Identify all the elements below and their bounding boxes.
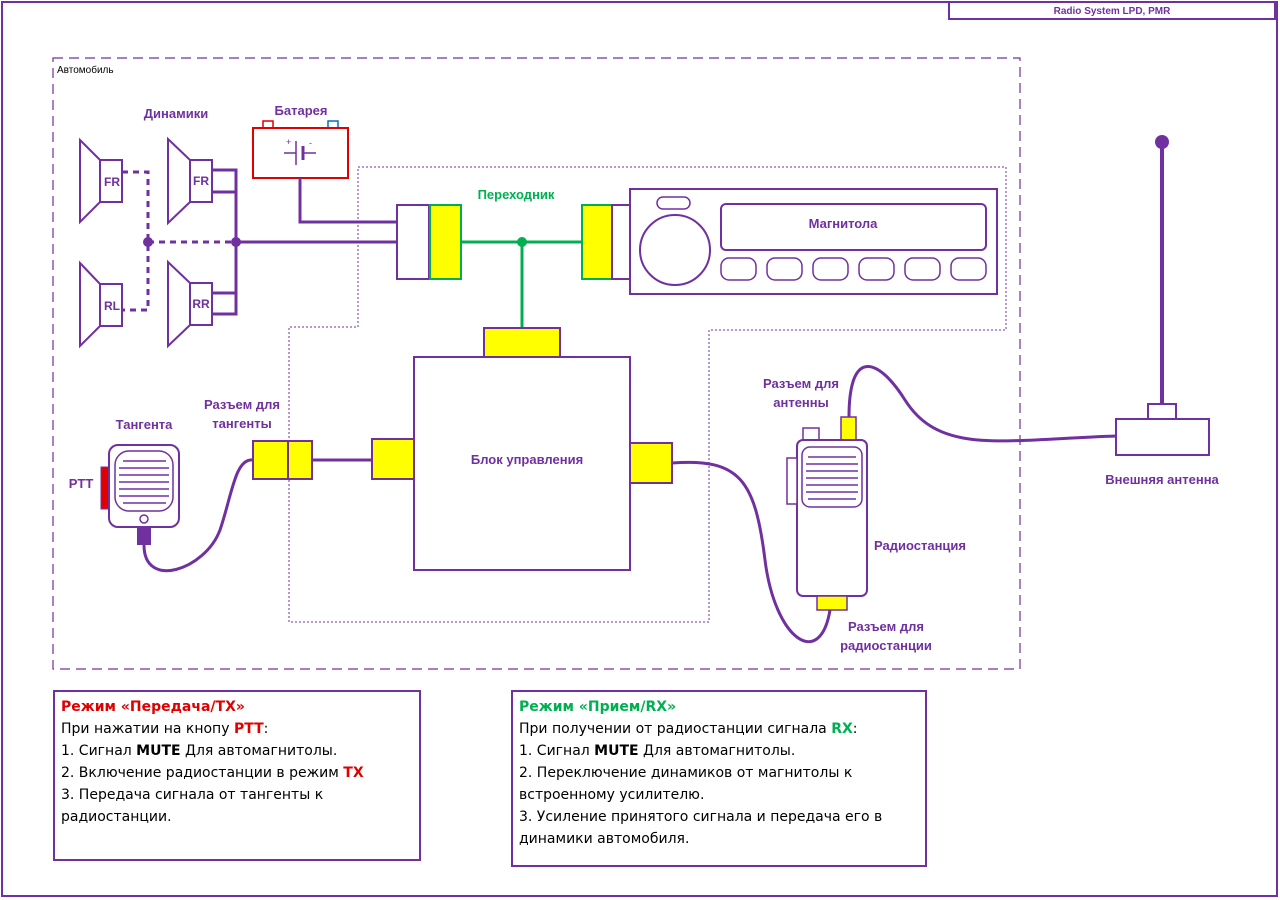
battery-wire: [298, 178, 397, 224]
battery-icon: + -: [252, 120, 349, 179]
transceiver-icon: [786, 416, 868, 611]
control-left-connector: [371, 438, 415, 480]
rx-line-3: 2. Переключение динамиков от магнитолы к: [519, 765, 853, 781]
handset-connector-label-1: Разъем для: [204, 397, 280, 412]
car-boundary: [52, 57, 1021, 670]
speaker-label-rl: RL: [104, 299, 120, 313]
adapter-junction: [517, 237, 527, 247]
module-boundary: [288, 166, 1007, 623]
transceiver-label: Радиостанция: [874, 538, 966, 553]
handset-label: Тангента: [116, 417, 174, 432]
speaker-label-fr-1: FR: [104, 175, 120, 189]
adapter-label: Переходник: [478, 187, 555, 202]
radio-label: Магнитола: [809, 216, 879, 231]
rx-line-2-a: 1. Сигнал: [519, 743, 595, 759]
tx-line-2-c: Для автомагнитолы.: [180, 743, 338, 759]
speaker-rr: [167, 259, 213, 349]
rx-line-1-c: :: [852, 721, 858, 737]
tx-line-2-b: MUTE: [136, 743, 181, 759]
rx-mode-title: Режим «Прием/RX»: [519, 699, 677, 715]
svg-text:+: +: [286, 137, 291, 147]
antenna-connector-label-1: Разъем для: [763, 376, 839, 391]
external-antenna-label: Внешняя антенна: [1105, 472, 1219, 487]
svg-text:-: -: [309, 138, 312, 148]
control-right-connector: [629, 442, 673, 484]
tx-line-2-a: 1. Сигнал: [61, 743, 137, 759]
junction-left: [143, 237, 153, 247]
radio-connector-label-1: Разъем для: [848, 619, 924, 634]
speaker-wiring-left: [122, 170, 236, 312]
rx-line-1: При получении от радиостанции сигнала RX…: [519, 718, 919, 740]
control-unit: [413, 356, 631, 571]
tx-line-3-a: 2. Включение радиостанции в режим: [61, 765, 344, 781]
antenna-connector-label-2: антенны: [773, 395, 829, 410]
battery-label: Батарея: [275, 103, 328, 118]
control-label: Блок управления: [471, 452, 583, 467]
tx-mode-title: Режим «Передача/TX»: [61, 699, 245, 715]
speakers-label: Динамики: [144, 106, 208, 121]
speaker-wiring-right: [212, 168, 397, 316]
tx-line-3-b: TX: [343, 765, 364, 781]
tx-line-2: 1. Сигнал MUTE Для автомагнитолы.: [61, 740, 413, 762]
speaker-fr-left: [79, 137, 123, 225]
tx-line-1: При нажатии на кнопу PTT:: [61, 718, 413, 740]
rx-line-1-b: RX: [831, 721, 853, 737]
radio-plug: [611, 204, 631, 280]
tx-line-1-a: При нажатии на кнопу: [61, 721, 234, 737]
tx-line-1-b: PTT: [233, 721, 264, 737]
external-antenna-icon: [1115, 135, 1210, 456]
rx-line-1-a: При получении от радиостанции сигнала: [519, 721, 832, 737]
speaker-label-fr-2: FR: [193, 174, 209, 188]
adapter-socket-right: [581, 204, 613, 280]
rx-line-2-c: Для автомагнитолы.: [638, 743, 796, 759]
rx-line-2-b: MUTE: [594, 743, 639, 759]
speaker-label-rr: RR: [192, 297, 210, 311]
car-label: Автомобиль: [57, 64, 114, 76]
rx-line-2: 1. Сигнал MUTE Для автомагнитолы.: [519, 740, 919, 762]
header-title: Radio System LPD, PMR: [1054, 6, 1171, 17]
adapter-plug-left: [396, 204, 430, 280]
rx-line-5: 3. Усиление принятого сигнала и передача…: [519, 809, 883, 825]
car-radio: [629, 188, 998, 295]
rx-mode-box: Режим «Прием/RX» При получении от радиос…: [511, 690, 927, 867]
handset-connector-b: [287, 440, 313, 480]
title-box: [948, 1, 1276, 20]
handset-cable: [142, 458, 254, 573]
tx-line-5: радиостанции.: [61, 809, 172, 825]
tx-line-1-c: :: [263, 721, 269, 737]
rx-line-4: встроенному усилителю.: [519, 787, 705, 803]
handset-connector-a: [252, 440, 289, 480]
tx-mode-box: Режим «Передача/TX» При нажатии на кнопу…: [53, 690, 421, 861]
tx-line-4: 3. Передача сигнала от тангенты к: [61, 787, 324, 803]
ptt-label: PTT: [69, 476, 94, 491]
rx-line-6: динамики автомобиля.: [519, 831, 690, 847]
tx-line-3: 2. Включение радиостанции в режим TX: [61, 762, 413, 784]
adapter-wiring: [461, 240, 582, 328]
antenna-cable: [847, 365, 1117, 443]
adapter-socket-left: [429, 204, 462, 280]
control-top-connector: [483, 327, 561, 358]
handset-connector-label-2: тангенты: [212, 416, 271, 431]
handset-icon: [100, 444, 180, 545]
radio-connector-label-2: радиостанции: [840, 638, 932, 653]
speaker-rl: [79, 260, 123, 349]
junction-right: [231, 237, 241, 247]
transceiver-cable: [671, 460, 832, 644]
speaker-fr-right: [167, 136, 213, 226]
